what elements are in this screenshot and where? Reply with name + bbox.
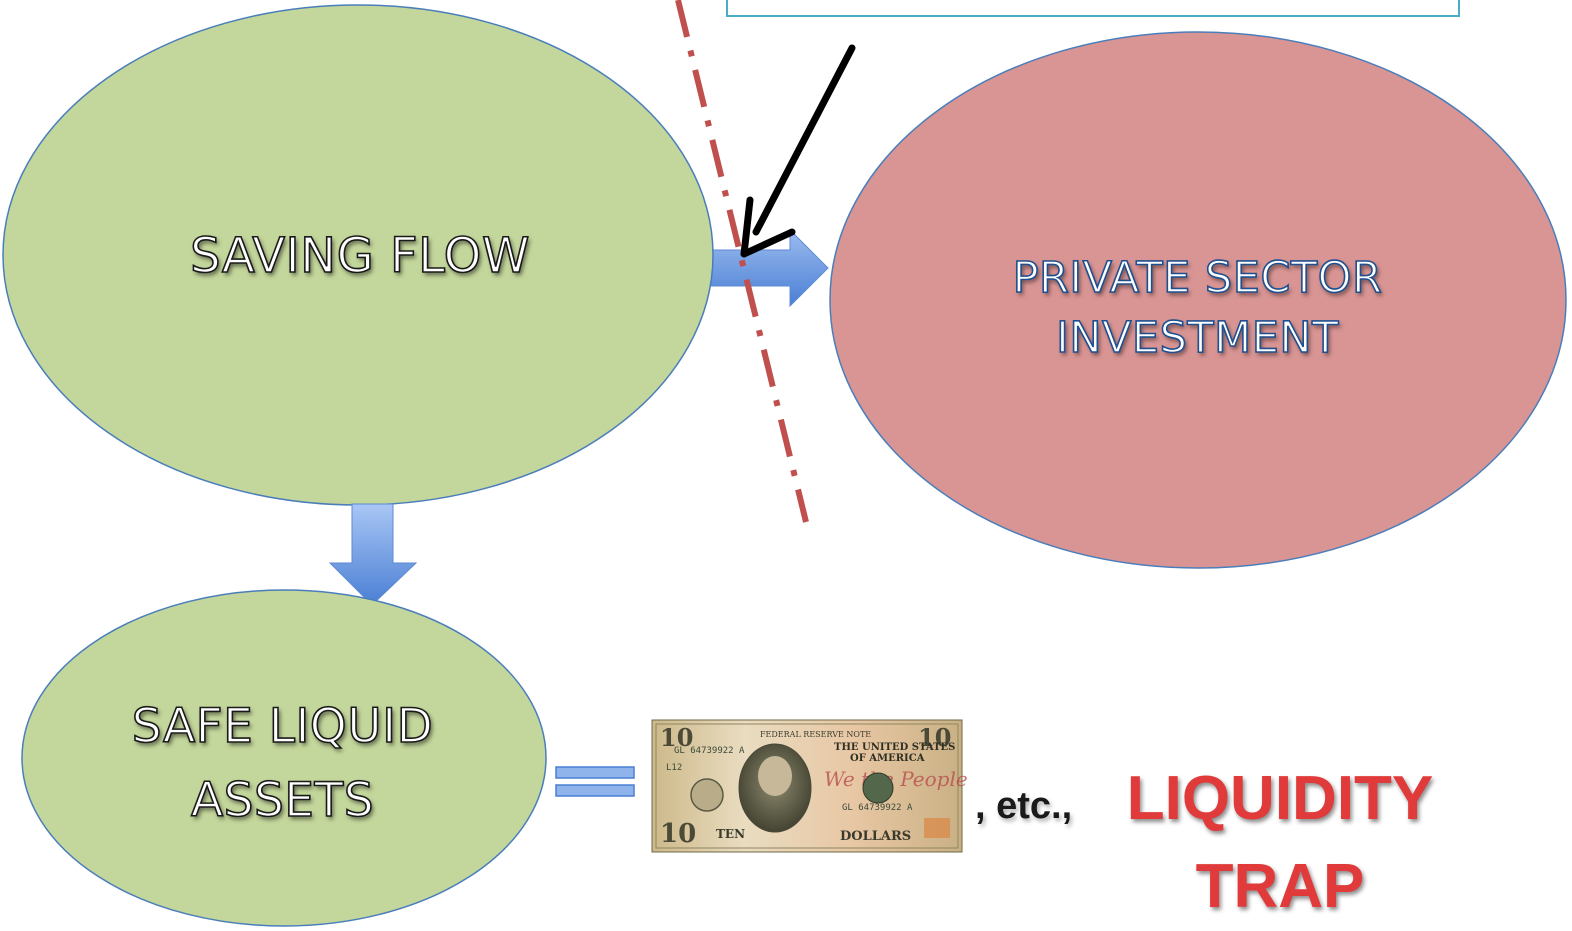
- ten-dollar-banknote: 10 10 FEDERAL RESERVE NOTE GL 64739922 A…: [651, 719, 968, 853]
- safe-assets-line1: SAFE LIQUID: [131, 698, 434, 755]
- private-investment-line2: INVESTMENT: [1055, 312, 1339, 364]
- private-investment-node: [829, 31, 1567, 569]
- private-investment-label: PRIVATE SECTOR INVESTMENT: [935, 248, 1460, 368]
- banknote-value-top-left: 10: [660, 723, 693, 752]
- banknote-country-line1: THE UNITED STATES: [834, 742, 955, 753]
- etc-label: , etc.,: [975, 785, 1073, 827]
- banknote-serial-top: GL 64739922 A: [674, 746, 745, 756]
- svg-text:10: 10: [918, 723, 951, 752]
- flow-arrow-right: [699, 228, 829, 308]
- liquidity-trap-label: LIQUIDITY TRAP: [1095, 755, 1465, 931]
- saving-flow-label: SAVING FLOW: [80, 227, 640, 285]
- safe-assets-node: [21, 589, 547, 927]
- banknote-serial-bottom: GL 64739922 A: [842, 803, 913, 813]
- banknote-country-line2: OF AMERICA: [850, 753, 925, 764]
- equals-sign: [555, 766, 635, 797]
- callout-box: [726, 0, 1460, 17]
- barrier-line: [675, 0, 809, 523]
- banknote-currency: DOLLARS: [840, 829, 911, 844]
- banknote-seal: [690, 778, 724, 812]
- private-investment-line1: PRIVATE SECTOR: [1012, 252, 1383, 304]
- banknote-value-top-right: 10: [918, 723, 951, 752]
- liquidity-trap-line2: TRAP: [1195, 852, 1365, 921]
- banknote-plate: L12: [666, 763, 682, 773]
- svg-text:10: 10: [660, 723, 693, 752]
- portrait-face: [758, 756, 792, 796]
- banknote-treasury-seal: [862, 772, 894, 804]
- banknote-header: FEDERAL RESERVE NOTE: [760, 730, 871, 739]
- pointer-arrow: [740, 44, 856, 258]
- banknote-motto: We the People: [824, 767, 968, 791]
- liquidity-trap-line1: LIQUIDITY: [1126, 764, 1434, 833]
- saving-flow-text: SAVING FLOW: [189, 227, 530, 285]
- banknote-value-bottom-left: 10: [660, 819, 696, 849]
- banknote-color-shift-ten: [924, 818, 950, 838]
- safe-assets-label: SAFE LIQUID ASSETS: [60, 690, 505, 838]
- safe-assets-line2: ASSETS: [190, 772, 375, 829]
- flow-arrow-down: [328, 503, 418, 606]
- banknote-word: TEN: [716, 827, 745, 841]
